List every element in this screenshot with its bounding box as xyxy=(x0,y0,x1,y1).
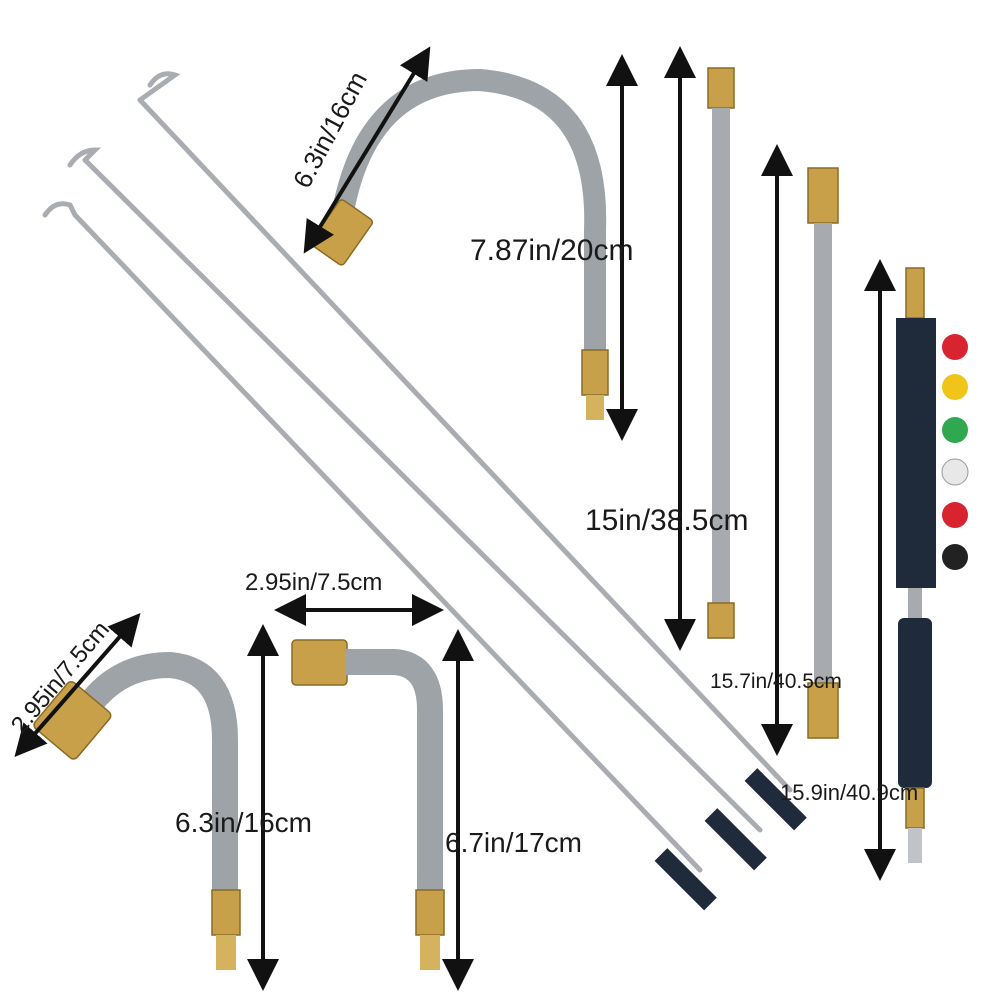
nozzle-holder-2 xyxy=(704,808,767,871)
label-curved-wand-height: 7.87in/20cm xyxy=(470,234,633,267)
label-u-elbow-height: 6.3in/16cm xyxy=(175,807,312,838)
nozzle-wand xyxy=(896,267,969,863)
wand-3 xyxy=(72,212,703,873)
label-medium-extension: 15.7in/40.5cm xyxy=(710,670,842,693)
l-elbow xyxy=(291,639,445,970)
wand-tip-2 xyxy=(67,147,102,168)
wand-2 xyxy=(82,157,763,833)
extension-medium xyxy=(807,167,839,739)
nozzle-holder-1 xyxy=(744,768,807,831)
long-wands xyxy=(42,71,807,911)
nozzle-holder-3 xyxy=(654,848,717,911)
wand-1 xyxy=(137,97,793,793)
extension-short xyxy=(707,67,735,639)
wand-tip-1 xyxy=(137,71,181,103)
label-short-extension: 15in/38.5cm xyxy=(585,504,748,537)
wand-tip-3 xyxy=(42,201,78,218)
label-nozzle-wand: 15.9in/40.9cm xyxy=(780,780,918,805)
label-l-elbow-width: 2.95in/7.5cm xyxy=(245,569,382,596)
label-l-elbow-height: 6.7in/17cm xyxy=(445,827,582,858)
dimension-arrows xyxy=(14,46,896,991)
